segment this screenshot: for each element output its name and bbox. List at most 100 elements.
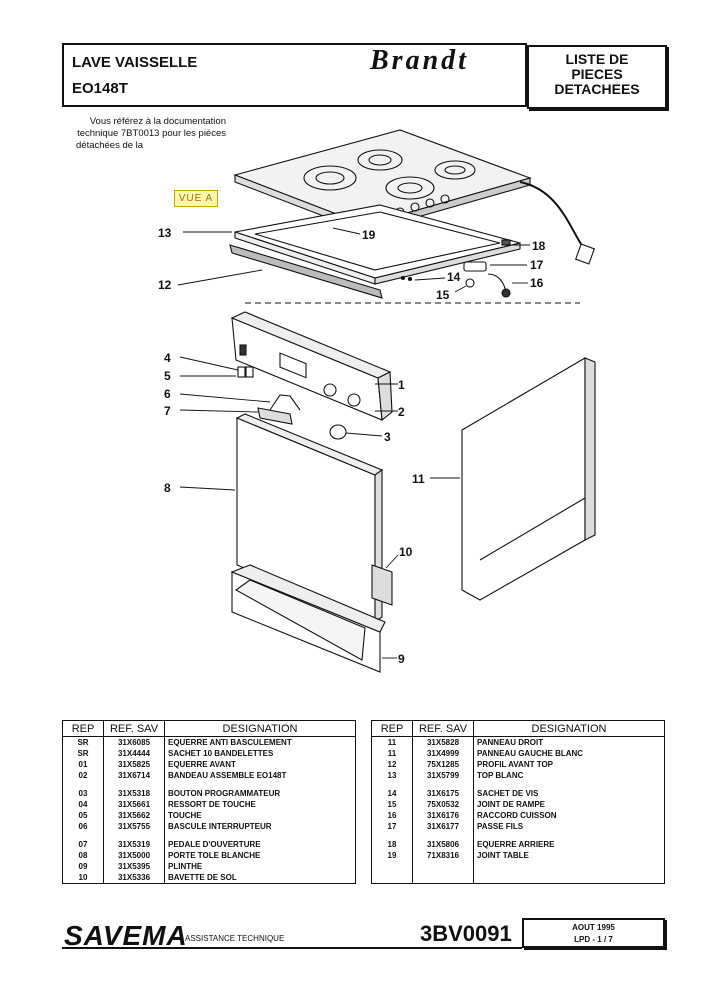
callout-1: 1 (398, 378, 405, 392)
empty-cell (473, 872, 665, 884)
callout-7: 7 (164, 404, 171, 418)
spacer-row (371, 832, 665, 839)
designation-cell: BAVETTE DE SOL (164, 872, 356, 884)
rep-cell: 10 (62, 872, 104, 884)
empty-cell (412, 872, 474, 884)
ref-cell: 31X5799 (412, 770, 474, 781)
callout-18: 18 (532, 239, 546, 253)
spacer-cell (412, 781, 474, 788)
header-rep: REP (371, 720, 413, 737)
intro-note: Vous référez à la documentation techniqu… (66, 116, 226, 152)
ref-cell: 31X5662 (103, 810, 165, 821)
top-panel-drawing (234, 204, 521, 285)
ref-cell: 31X5661 (103, 799, 165, 810)
empty-row (371, 861, 665, 872)
callout-17: 17 (530, 258, 544, 272)
ref-cell: 31X5828 (412, 736, 474, 748)
header-designation: DESIGNATION (164, 720, 356, 737)
designation-cell: TOP BLANC (473, 770, 665, 781)
spacer-cell (103, 832, 165, 839)
ref-cell: 75X1285 (412, 759, 474, 770)
callout-8: 8 (164, 481, 171, 495)
callout-6: 6 (164, 387, 171, 401)
designation-cell: PROFIL AVANT TOP (473, 759, 665, 770)
rep-cell: 17 (371, 821, 413, 832)
designation-cell: PLINTHE (164, 861, 356, 872)
callout-3: 3 (384, 430, 391, 444)
ref-cell: 31X5318 (103, 788, 165, 799)
callout-12: 12 (158, 278, 172, 292)
document-type-line: DETACHEES (554, 81, 640, 97)
header-ref: REF. SAV (103, 720, 165, 737)
ref-cell: 31X4999 (412, 748, 474, 759)
empty-row (371, 872, 665, 884)
ref-cell: 31X6176 (412, 810, 474, 821)
designation-cell: PORTE TOLE BLANCHE (164, 850, 356, 861)
front-profile-drawing (229, 244, 383, 299)
designation-cell: TOUCHE (164, 810, 356, 821)
ref-cell: 31X5806 (412, 839, 474, 850)
designation-cell: PASSE FILS (473, 821, 665, 832)
rep-cell: 09 (62, 861, 104, 872)
rep-cell: 01 (62, 759, 104, 770)
rep-cell: 15 (371, 799, 413, 810)
document-date: AOUT 1995 (572, 923, 615, 932)
document-type-box: LISTE DE PIECES DETACHEES (527, 45, 667, 109)
floor-flap-drawing (371, 564, 393, 606)
callout-4: 4 (164, 351, 171, 365)
ref-cell: 75X0532 (412, 799, 474, 810)
spacer-cell (103, 781, 165, 788)
small-parts-drawing (400, 239, 511, 298)
callout-11: 11 (412, 472, 425, 486)
header-designation: DESIGNATION (473, 720, 665, 737)
spacer-cell (62, 832, 104, 839)
product-title: LAVE VAISSELLE (72, 54, 198, 71)
control-panel-drawing (230, 311, 393, 422)
rep-cell: 13 (371, 770, 413, 781)
rep-cell: 05 (62, 810, 104, 821)
rep-cell: 14 (371, 788, 413, 799)
rep-cell: 18 (371, 839, 413, 850)
header-ref: REF. SAV (412, 720, 474, 737)
empty-cell (412, 861, 474, 872)
side-panel-drawing (461, 357, 596, 601)
empty-cell (371, 861, 413, 872)
ref-cell: 31X5336 (103, 872, 165, 884)
designation-cell: EQUERRE AVANT (164, 759, 356, 770)
rep-cell: 12 (371, 759, 413, 770)
designation-cell: BASCULE INTERRUPTEUR (164, 821, 356, 832)
rep-cell: 03 (62, 788, 104, 799)
designation-cell: SACHET 10 BANDELETTES (164, 748, 356, 759)
designation-cell: EQUERRE ARRIERE (473, 839, 665, 850)
ref-cell: 31X6177 (412, 821, 474, 832)
callout-10: 10 (399, 545, 413, 559)
empty-cell (473, 861, 665, 872)
designation-cell: PANNEAU DROIT (473, 736, 665, 748)
footer-rule (62, 947, 522, 949)
designation-cell: EQUERRE ANTI BASCULEMENT (164, 736, 356, 748)
designation-cell: RACCORD CUISSON (473, 810, 665, 821)
product-model: EO148T (72, 80, 128, 97)
rep-cell: 06 (62, 821, 104, 832)
rep-cell: 11 (371, 736, 413, 748)
rep-cell: 19 (371, 850, 413, 861)
callout-5: 5 (164, 369, 171, 383)
view-a-tag: VUE A (174, 190, 218, 207)
